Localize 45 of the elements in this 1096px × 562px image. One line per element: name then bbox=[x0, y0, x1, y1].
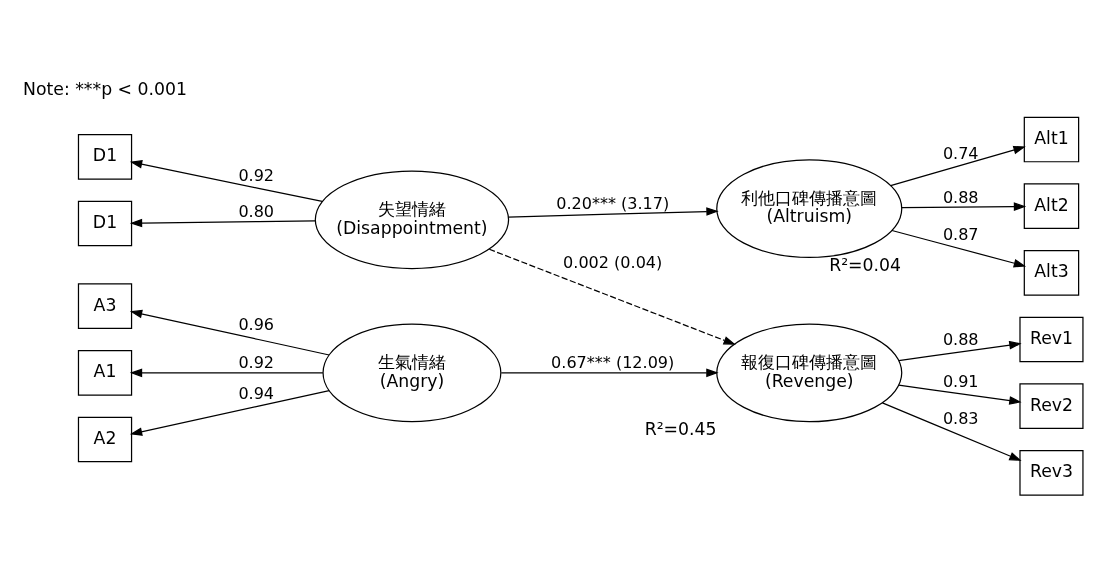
edge-label: 0.67*** (12.09) bbox=[551, 352, 675, 372]
arrow bbox=[500, 368, 719, 377]
node-box: Alt3 bbox=[1023, 249, 1080, 296]
node-ellipse: 利他口碑傳播意圖 (Altruism) bbox=[716, 158, 903, 258]
node-ellipse: 失望情緒 (Disappointment) bbox=[314, 169, 510, 269]
node-box: A3 bbox=[77, 282, 133, 329]
edge-label: 0.88 bbox=[942, 329, 979, 349]
arrow bbox=[900, 201, 1027, 211]
arrow bbox=[881, 401, 1022, 461]
edge-label: 0.92 bbox=[238, 352, 275, 372]
edge-label: 0.92 bbox=[238, 165, 275, 185]
arrow bbox=[129, 159, 323, 202]
arrow bbox=[129, 309, 330, 356]
edge-label: 0.91 bbox=[942, 371, 979, 391]
arrow bbox=[488, 248, 736, 345]
arrow bbox=[129, 368, 324, 377]
arrow bbox=[890, 145, 1026, 186]
node-box: Rev2 bbox=[1019, 382, 1084, 429]
edge-label: 0.88 bbox=[942, 187, 979, 207]
arrow bbox=[898, 340, 1022, 361]
node-box: D1 bbox=[77, 133, 133, 180]
node-box: A2 bbox=[77, 416, 133, 462]
node-box: Rev3 bbox=[1019, 449, 1084, 496]
node-label: R²=0.45 bbox=[644, 418, 717, 439]
label: Note: ***p < 0.001 bbox=[23, 78, 187, 99]
node-box: Alt1 bbox=[1023, 116, 1080, 162]
node-ellipse: 報復口碑傳播意圖 (Revenge) bbox=[716, 322, 903, 422]
edge-label: 0.83 bbox=[942, 408, 979, 428]
arrow bbox=[898, 384, 1022, 405]
edge-label: 0.94 bbox=[238, 383, 275, 403]
edge-label: 0.002 (0.04) bbox=[563, 252, 663, 272]
edge-label: 0.96 bbox=[238, 314, 275, 334]
arrow bbox=[129, 218, 317, 227]
node-box: A1 bbox=[77, 349, 133, 396]
arrow bbox=[129, 389, 330, 436]
edge-label: 0.80 bbox=[238, 201, 275, 221]
node-box: Rev1 bbox=[1019, 316, 1084, 362]
edge-label: 0.74 bbox=[942, 143, 979, 163]
node-box: D1 bbox=[77, 200, 133, 246]
node-box: Alt2 bbox=[1023, 182, 1080, 229]
node-ellipse: 生氣情緒 (Angry) bbox=[322, 322, 502, 422]
edge-label: 0.87 bbox=[942, 224, 979, 244]
arrow bbox=[891, 229, 1027, 267]
edge-label: 0.20*** (3.17) bbox=[556, 193, 670, 213]
arrow bbox=[507, 206, 719, 218]
